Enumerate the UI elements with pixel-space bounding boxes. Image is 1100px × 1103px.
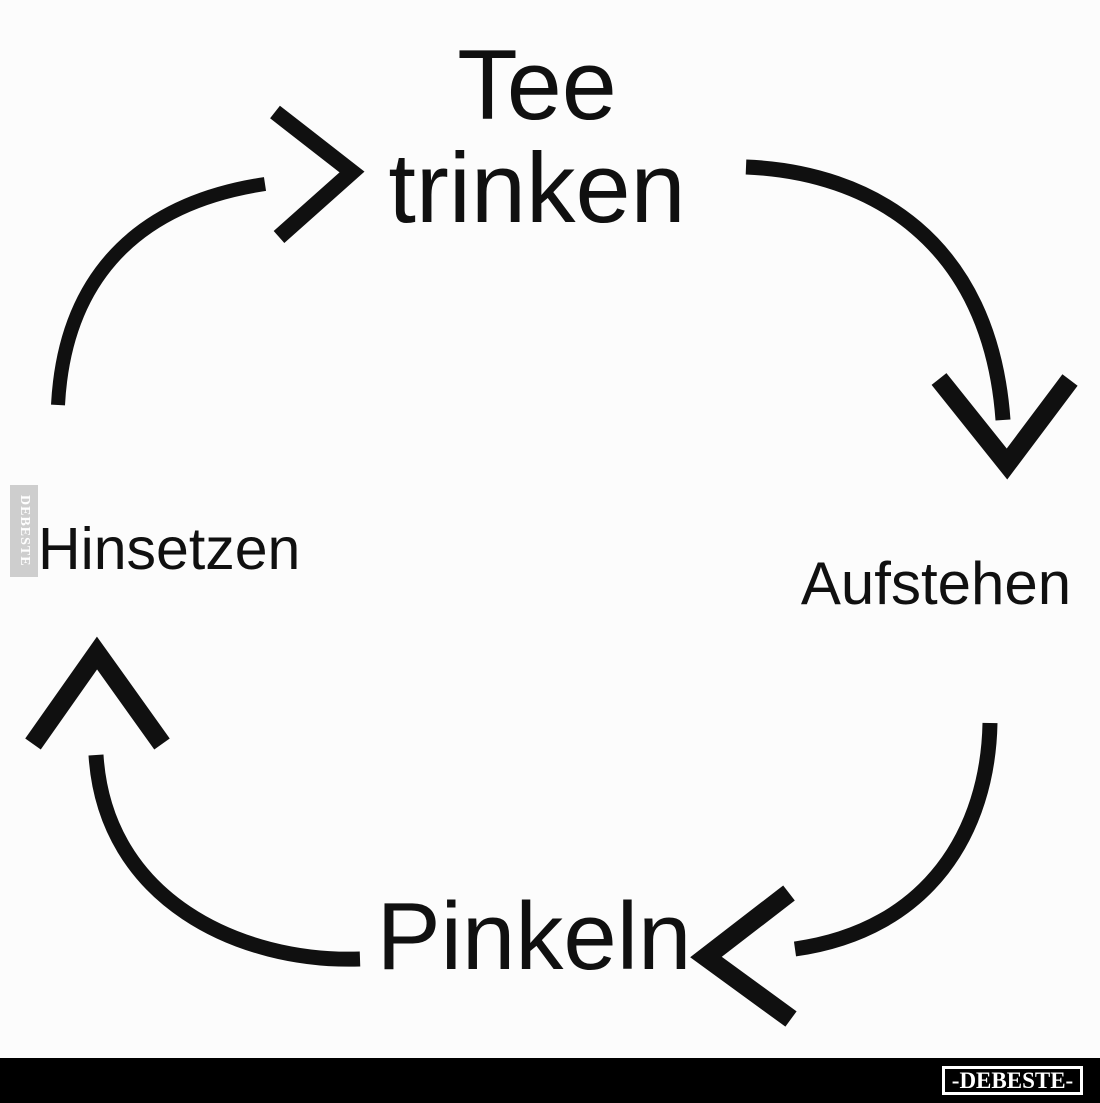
node-label-line1: Tee xyxy=(457,29,617,140)
arrow-aufstehen-to-pinkeln xyxy=(690,722,998,1027)
arrow-shaft xyxy=(88,754,361,967)
node-label-hinsetzen: Hinsetzen xyxy=(38,516,301,582)
footer-logo: -DEBESTE- xyxy=(942,1066,1083,1095)
arrow-shaft xyxy=(51,177,267,406)
arrowhead-left-icon xyxy=(690,885,797,1027)
arrow-hinsetzen-to-tee xyxy=(51,105,365,406)
node-label-tee-trinken: Tee trinken xyxy=(388,33,685,239)
side-watermark: DEBESTE xyxy=(10,485,38,577)
arrow-pinkeln-to-hinsetzen xyxy=(25,636,361,967)
node-label-aufstehen: Aufstehen xyxy=(800,550,1072,617)
arrowhead-down-icon xyxy=(931,373,1078,480)
arrow-shaft xyxy=(745,159,1011,421)
node-label-pinkeln: Pinkeln xyxy=(376,883,692,990)
arrowhead-right-icon xyxy=(270,105,365,243)
side-watermark-text: DEBESTE xyxy=(17,495,32,567)
node-label-line2: trinken xyxy=(388,132,686,243)
arrow-shaft xyxy=(793,722,998,957)
arrowhead-up-icon xyxy=(25,636,170,750)
arrow-tee-to-aufstehen xyxy=(745,159,1078,480)
footer-bar: -DEBESTE- xyxy=(0,1058,1100,1103)
